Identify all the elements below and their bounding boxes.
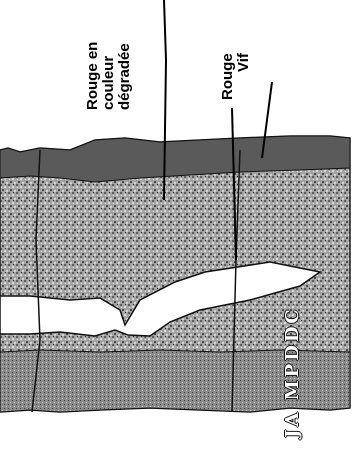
label-rouge-vif: Rouge Vif — [220, 53, 252, 100]
label-line-3: dégradée — [117, 42, 133, 110]
label-rouge: Rouge — [220, 53, 236, 100]
label-vif: Vif — [236, 53, 252, 100]
signature: JA MPDDC — [282, 306, 303, 438]
label-line-1: Rouge en — [85, 42, 101, 110]
label-rouge-degrade: Rouge en couleur dégradée — [85, 42, 133, 110]
label-line-2: couleur — [101, 42, 117, 110]
